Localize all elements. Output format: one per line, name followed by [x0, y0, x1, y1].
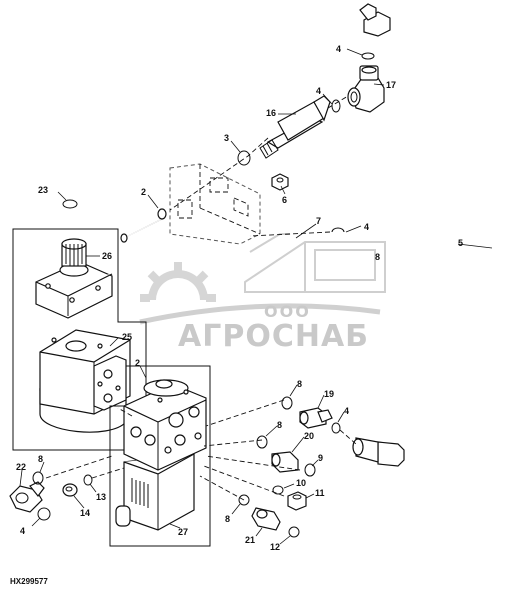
clip-4-mid	[331, 227, 345, 233]
callout-2: 2	[135, 358, 140, 368]
elbow-fitting-17	[347, 65, 385, 113]
hose-5	[352, 3, 503, 467]
callout-8: 8	[375, 252, 380, 262]
watermark: ООО АГРОСНАБ	[139, 233, 386, 354]
steering-valve-27	[115, 379, 207, 531]
figure-id: HX299577	[10, 577, 48, 586]
plug-14	[62, 483, 78, 497]
callout-8: 8	[38, 454, 43, 464]
o-ring-10	[272, 485, 284, 495]
o-ring-8-21	[238, 494, 250, 506]
callout-19: 19	[324, 389, 334, 399]
o-ring-4-bottom	[37, 507, 51, 521]
o-ring-8-left	[32, 471, 44, 485]
leader-lines	[19, 48, 493, 545]
callout-22: 22	[16, 462, 26, 472]
adapter-16	[259, 95, 331, 159]
bolt-2-upper	[120, 217, 165, 243]
callout-13: 13	[96, 492, 106, 502]
o-ring-8-19	[281, 396, 293, 410]
fitting-21	[251, 507, 281, 531]
watermark-truck-icon	[244, 233, 386, 293]
callout-4: 4	[364, 222, 369, 232]
callout-labels: 4 17 4 16 3 6 2 23 7 4 8 5 26 25 2 8 19 …	[16, 44, 463, 552]
callout-27: 27	[178, 527, 188, 537]
callout-25: 25	[122, 332, 132, 342]
callout-21: 21	[245, 535, 255, 545]
callout-8: 8	[297, 379, 302, 389]
mounting-bracket-ghost	[169, 163, 261, 245]
watermark-swoosh	[139, 303, 381, 325]
watermark-gear-icon	[140, 262, 216, 302]
callout-11: 11	[315, 488, 325, 498]
callout-16: 16	[266, 108, 276, 118]
assembly-center-lines	[45, 95, 357, 501]
flange-26	[35, 238, 113, 319]
callout-23: 23	[38, 185, 48, 195]
callout-17: 17	[386, 80, 396, 90]
o-ring-4-top	[361, 52, 375, 60]
o-ring-8-20	[256, 435, 268, 449]
fitting-20	[271, 451, 299, 473]
fitting-19	[299, 407, 333, 429]
plug-11	[287, 491, 307, 511]
assembly-box-valve	[109, 365, 211, 547]
watermark-brand: АГРОСНАБ	[178, 319, 369, 354]
callout-3: 3	[224, 133, 229, 143]
o-ring-4-19	[331, 422, 341, 434]
callout-5: 5	[458, 238, 463, 248]
o-ring-9	[304, 463, 316, 477]
o-ring-23	[62, 199, 78, 209]
assembly-box-left	[12, 228, 147, 451]
callout-4: 4	[344, 406, 349, 416]
callout-9: 9	[318, 453, 323, 463]
o-ring-12	[288, 526, 300, 538]
callout-2: 2	[141, 187, 146, 197]
watermark-prefix: ООО	[264, 302, 311, 321]
callout-6: 6	[282, 195, 287, 205]
nut-6	[271, 173, 289, 191]
callout-26: 26	[102, 251, 112, 261]
callout-12: 12	[270, 542, 280, 552]
callout-7: 7	[316, 216, 321, 226]
steering-motor-25	[39, 329, 131, 433]
o-ring-13	[83, 474, 93, 486]
o-ring-3	[237, 150, 251, 166]
callout-4: 4	[316, 86, 321, 96]
washer-2-upper	[157, 208, 167, 220]
callout-10: 10	[296, 478, 306, 488]
callout-4: 4	[20, 526, 25, 536]
callout-4: 4	[336, 44, 341, 54]
elbow-22	[9, 481, 45, 513]
callout-14: 14	[80, 508, 90, 518]
callout-8: 8	[225, 514, 230, 524]
callout-20: 20	[304, 431, 314, 441]
callout-8: 8	[277, 420, 282, 430]
